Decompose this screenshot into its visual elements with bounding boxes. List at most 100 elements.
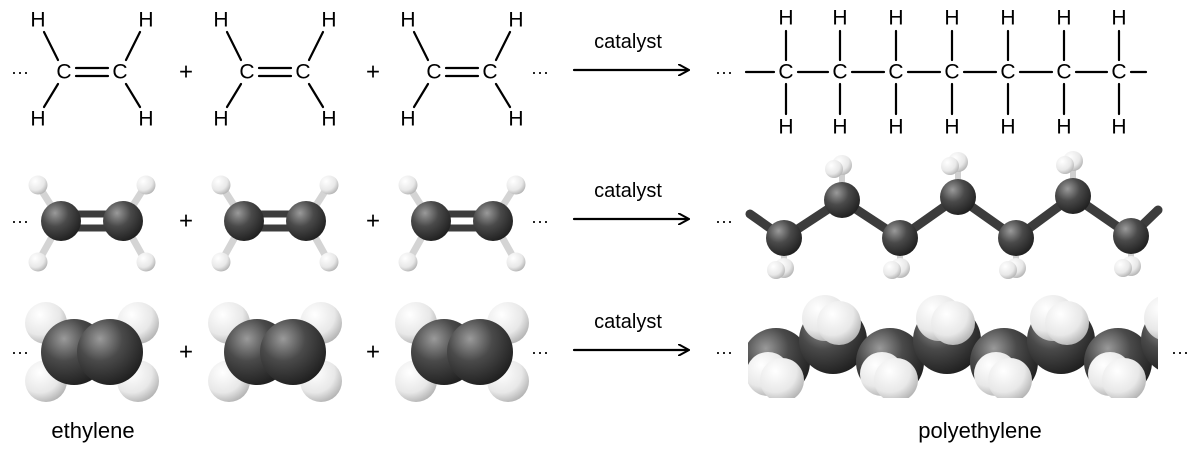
hydrogen-sphere bbox=[760, 358, 804, 398]
hydrogen-atom: H bbox=[832, 116, 847, 139]
hydrogen-ball bbox=[136, 175, 156, 195]
single-bond bbox=[124, 30, 142, 62]
hydrogen-ball bbox=[28, 252, 48, 272]
hydrogen-atom: H bbox=[138, 9, 153, 32]
catalyst-label: catalyst bbox=[594, 180, 662, 202]
carbon-ball bbox=[940, 179, 976, 215]
carbon-atom: C bbox=[944, 61, 959, 84]
ellipsis: ··· bbox=[11, 211, 29, 231]
catalyst-label: catalyst bbox=[594, 311, 662, 333]
carbon-ball bbox=[1055, 178, 1091, 214]
single-bond bbox=[42, 30, 60, 62]
ellipsis: ··· bbox=[11, 342, 29, 362]
carbon-ball bbox=[286, 201, 326, 241]
single-bond bbox=[124, 82, 142, 109]
plus-sign: + bbox=[366, 339, 380, 366]
carbon-ball bbox=[103, 201, 143, 241]
polyethylene-caption: polyethylene bbox=[918, 418, 1042, 443]
carbon-atom: C bbox=[56, 61, 71, 84]
polyethylene-space-filling-chain bbox=[748, 295, 1158, 398]
carbon-ball bbox=[766, 220, 802, 256]
carbon-atom: C bbox=[426, 61, 441, 84]
single-bond bbox=[225, 30, 243, 62]
hydrogen-ball bbox=[767, 261, 785, 279]
hydrogen-ball bbox=[825, 160, 843, 178]
hydrogen-ball bbox=[319, 252, 339, 272]
single-bond bbox=[494, 82, 512, 109]
ellipsis: ··· bbox=[531, 62, 549, 82]
hydrogen-atom: H bbox=[321, 9, 336, 32]
ellipsis: ··· bbox=[1171, 342, 1189, 362]
hydrogen-atom: H bbox=[944, 7, 959, 30]
hydrogen-ball bbox=[1056, 156, 1074, 174]
hydrogen-atom: H bbox=[508, 108, 523, 131]
single-bond bbox=[42, 82, 60, 109]
plus-sign: + bbox=[366, 59, 380, 86]
hydrogen-atom: H bbox=[1111, 7, 1126, 30]
hydrogen-ball bbox=[883, 261, 901, 279]
carbon-ball bbox=[882, 220, 918, 256]
carbon-ball bbox=[411, 201, 451, 241]
hydrogen-atom: H bbox=[213, 9, 228, 32]
carbon-atom: C bbox=[1000, 61, 1015, 84]
carbon-atom: C bbox=[295, 61, 310, 84]
hydrogen-ball bbox=[398, 175, 418, 195]
hydrogen-atom: H bbox=[832, 7, 847, 30]
hydrogen-sphere bbox=[1102, 358, 1146, 398]
carbon-atom: C bbox=[1111, 61, 1126, 84]
carbon-ball bbox=[41, 201, 81, 241]
hydrogen-ball bbox=[506, 252, 526, 272]
hydrogen-atom: H bbox=[944, 116, 959, 139]
carbon-atom: C bbox=[832, 61, 847, 84]
plus-sign: + bbox=[179, 59, 193, 86]
carbon-ball bbox=[473, 201, 513, 241]
ellipsis: ··· bbox=[11, 62, 29, 82]
hydrogen-atom: H bbox=[508, 9, 523, 32]
hydrogen-sphere bbox=[1045, 301, 1089, 345]
carbon-ball bbox=[824, 182, 860, 218]
carbon-sphere bbox=[260, 319, 326, 385]
single-bond bbox=[494, 30, 512, 62]
hydrogen-atom: H bbox=[1111, 116, 1126, 139]
hydrogen-atom: H bbox=[778, 116, 793, 139]
single-bond bbox=[307, 30, 325, 62]
ellipsis: ··· bbox=[715, 62, 733, 82]
hydrogen-sphere bbox=[874, 358, 918, 398]
hydrogen-ball bbox=[211, 175, 231, 195]
hydrogen-atom: H bbox=[1000, 7, 1015, 30]
carbon-atom: C bbox=[1056, 61, 1071, 84]
hydrogen-atom: H bbox=[1000, 116, 1015, 139]
single-bond bbox=[412, 82, 430, 109]
carbon-ball bbox=[224, 201, 264, 241]
hydrogen-atom: H bbox=[30, 9, 45, 32]
carbon-ball bbox=[998, 220, 1034, 256]
ellipsis: ··· bbox=[531, 342, 549, 362]
single-bond bbox=[225, 82, 243, 109]
hydrogen-sphere bbox=[931, 301, 975, 345]
carbon-atom: C bbox=[112, 61, 127, 84]
carbon-sphere bbox=[447, 319, 513, 385]
ellipsis: ··· bbox=[715, 211, 733, 231]
carbon-sphere bbox=[77, 319, 143, 385]
hydrogen-atom: H bbox=[321, 108, 336, 131]
hydrogen-ball bbox=[398, 252, 418, 272]
hydrogen-atom: H bbox=[400, 108, 415, 131]
hydrogen-atom: H bbox=[1056, 116, 1071, 139]
hydrogen-atom: H bbox=[30, 108, 45, 131]
hydrogen-atom: H bbox=[888, 7, 903, 30]
ethylene-caption: ethylene bbox=[51, 418, 134, 443]
space-filling-row: ···++···catalyst······ bbox=[11, 295, 1189, 402]
ellipsis: ··· bbox=[531, 211, 549, 231]
hydrogen-atom: H bbox=[778, 7, 793, 30]
hydrogen-atom: H bbox=[1056, 7, 1071, 30]
hydrogen-ball bbox=[319, 175, 339, 195]
hydrogen-sphere bbox=[1144, 296, 1158, 340]
ellipsis: ··· bbox=[715, 342, 733, 362]
carbon-atom: C bbox=[778, 61, 793, 84]
hydrogen-atom: H bbox=[400, 9, 415, 32]
plus-sign: + bbox=[179, 208, 193, 235]
hydrogen-atom: H bbox=[213, 108, 228, 131]
hydrogen-ball bbox=[941, 157, 959, 175]
hydrogen-ball bbox=[1114, 259, 1132, 277]
